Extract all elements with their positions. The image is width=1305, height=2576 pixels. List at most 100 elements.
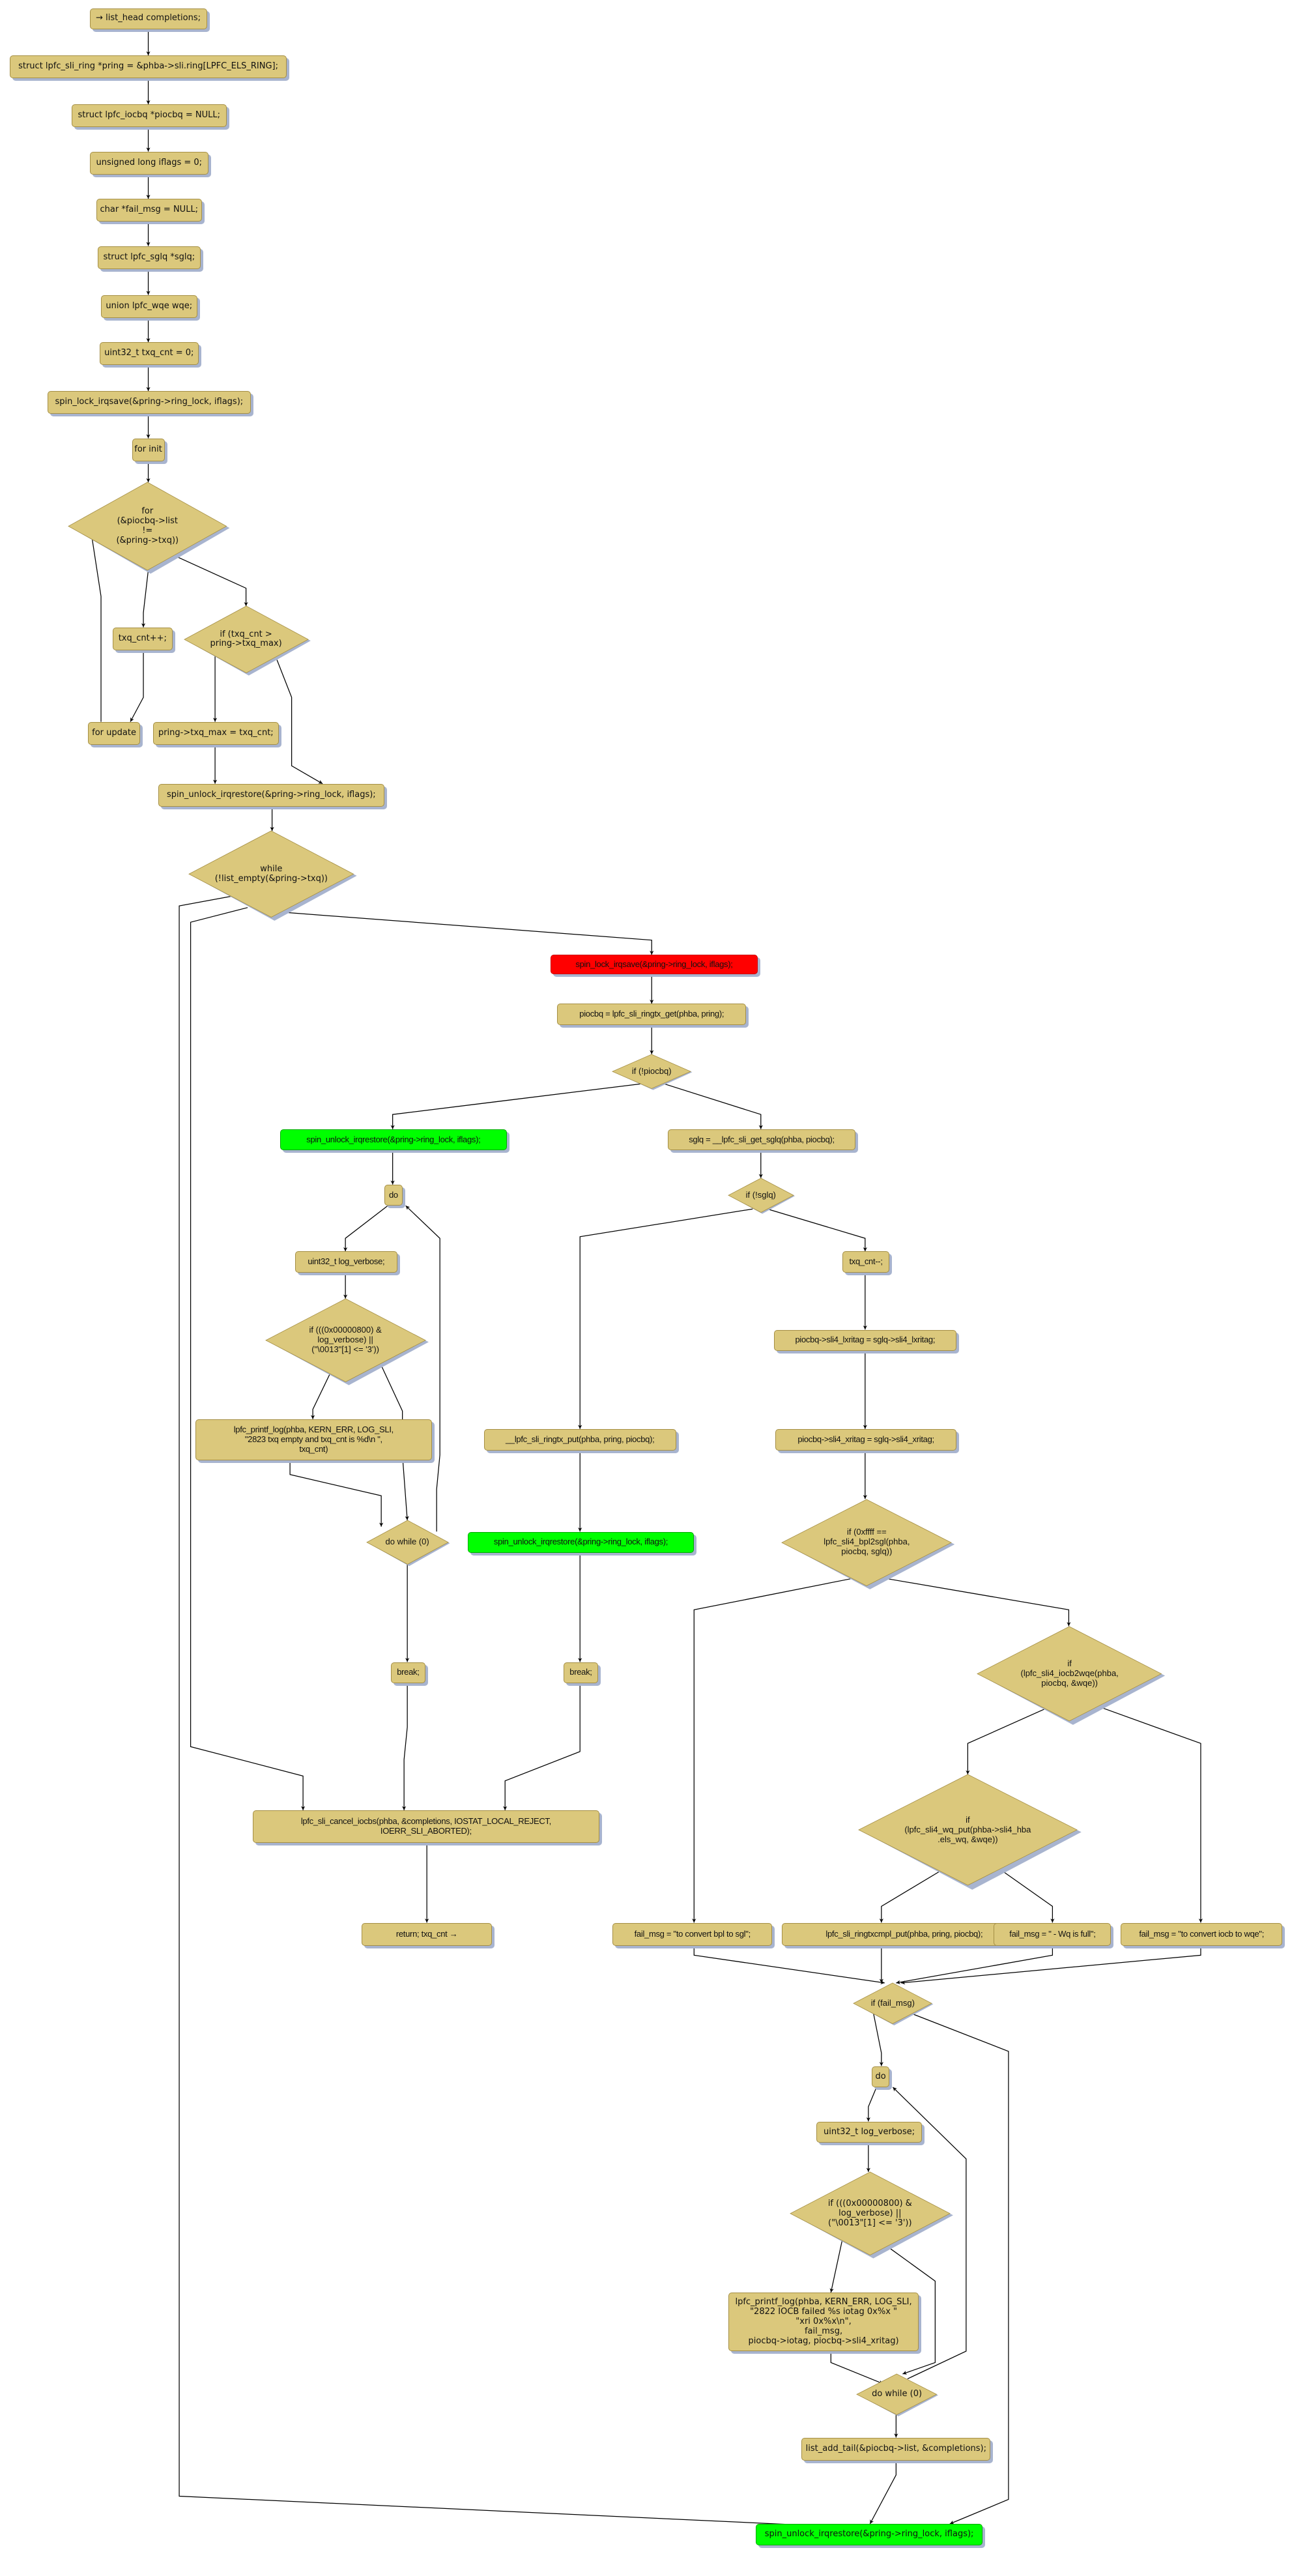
diamond-shape (612, 1054, 693, 1090)
node-label: if (((0x00000800) & log_verbose) || ("\0… (309, 1325, 382, 1355)
decision-if-wq-put: if (lpfc_sli4_wq_put(phba->sli4_hba .els… (859, 1774, 1082, 1890)
node-label: lpfc_printf_log(phba, KERN_ERR, LOG_SLI,… (735, 2297, 912, 2346)
decision-if-txq-max: if (txq_cnt > pring->txq_max) (184, 606, 311, 676)
step-decl-log-verbose: uint32_t log_verbose; (294, 1251, 398, 1273)
node-label: do while (0) (872, 2389, 923, 2399)
step-decl-txq-cnt: uint32_t txq_cnt = 0; (99, 342, 199, 366)
decision-do-while: do while (0) (367, 1520, 450, 1567)
step-set-lxritag: piocbq->sli4_lxritag = sglq->sli4_lxrita… (773, 1329, 956, 1351)
decision-if-log-verbose: if (((0x00000800) & log_verbose) || ("\0… (266, 1299, 429, 1385)
node-label: piocbq->sli4_lxritag = sglq->sli4_lxrita… (795, 1335, 936, 1345)
node-label: for update (92, 727, 136, 738)
node-label: uint32_t txq_cnt = 0; (104, 348, 194, 358)
node-label: list_add_tail(&piocbq->list, &completion… (805, 2443, 987, 2453)
step-break-left: break; (391, 1662, 425, 1684)
flow-arrow (285, 912, 654, 955)
node-label: if (lpfc_sli4_iocb2wqe(phba, piocbq, &wq… (1020, 1658, 1119, 1688)
node-label: if (!sglq) (745, 1189, 776, 1200)
step-decl-piocbq: struct lpfc_iocbq *piocbq = NULL; (72, 104, 227, 128)
diamond-shape (184, 606, 311, 676)
diamond-shape (68, 482, 230, 574)
decision-if-log-verbose-2: if (((0x00000800) & log_verbose) || ("\0… (790, 2172, 953, 2259)
node-label: while (!list_empty(&pring->txq)) (214, 863, 328, 884)
node-label: struct lpfc_iocbq *piocbq = NULL; (78, 110, 221, 121)
node-label: for init (134, 444, 162, 454)
step-spin-lock-loop: spin_lock_irqsave(&pring->ring_lock, ifl… (551, 955, 758, 975)
decision-if-iocb2wqe: if (lpfc_sli4_iocb2wqe(phba, piocbq, &wq… (977, 1627, 1166, 1725)
node-label: if (txq_cnt > pring->txq_max) (210, 629, 282, 649)
decision-if-not-piocbq: if (!piocbq) (612, 1054, 693, 1090)
step-decl-completions: → list_head completions; (89, 8, 207, 29)
step-for-init: for init (132, 438, 165, 461)
step-break-middle: break; (564, 1662, 598, 1684)
flow-arrow (887, 1578, 1071, 1627)
flow-arrow (503, 1683, 581, 1810)
node-label: if (fail_msg) (870, 1998, 915, 2008)
flow-arrow (692, 1578, 851, 1923)
flow-arrow (830, 2351, 883, 2384)
flow-arrow (997, 1866, 1055, 1923)
node-label: spin_lock_irqsave(&pring->ring_lock, ifl… (575, 959, 733, 969)
step-cancel-iocbs: lpfc_sli_cancel_iocbs(phba, &completions… (252, 1810, 600, 1844)
flow-arrow (663, 1083, 763, 1129)
diamond-shape (853, 1983, 934, 2026)
node-label: do while (0) (385, 1537, 429, 1547)
flow-arrow (289, 1460, 384, 1527)
node-label: piocbq = lpfc_sli_ringtx_get(phba, pring… (579, 1009, 724, 1019)
node-label: __lpfc_sli_ringtx_put(phba, pring, piocb… (505, 1434, 655, 1444)
node-label: if (0xffff == lpfc_sli4_bpl2sgl(phba, pi… (824, 1527, 910, 1557)
node-label: lpfc_sli_ringtxcmpl_put(phba, pring, pio… (825, 1928, 983, 1939)
node-label: break; (569, 1667, 592, 1677)
step-return-txq-cnt: return; txq_cnt → (362, 1922, 493, 1946)
step-spin-unlock-first: spin_unlock_irqrestore(&pring->ring_lock… (158, 783, 385, 807)
node-label: if (lpfc_sli4_wq_put(phba->sli4_hba .els… (904, 1814, 1031, 1844)
node-label: txq_cnt--; (849, 1256, 883, 1267)
flow-arrow (829, 2232, 844, 2293)
flow-arrow (390, 1083, 644, 1129)
step-decl-iflags: unsigned long iflags = 0; (89, 151, 209, 175)
step-decl-fail-msg: char *fail_msg = NULL; (96, 199, 203, 222)
step-ringtx-put: __lpfc_sli_ringtx_put(phba, pring, piocb… (483, 1429, 676, 1451)
step-printf-log-2822: lpfc_printf_log(phba, KERN_ERR, LOG_SLI,… (728, 2293, 919, 2352)
diamond-shape (977, 1627, 1166, 1725)
node-label: fail_msg = " - Wq is full"; (1009, 1928, 1096, 1939)
step-list-add-tail: list_add_tail(&piocbq->list, &completion… (801, 2437, 991, 2461)
flow-arrow (89, 532, 102, 722)
diamond-shape (189, 831, 357, 921)
step-spin-unlock-no-sglq: spin_unlock_irqrestore(&pring->ring_lock… (467, 1531, 695, 1554)
flow-arrow (174, 555, 248, 607)
step-do-block-2: do (871, 2066, 890, 2088)
step-do-block: do (384, 1184, 403, 1206)
flow-arrow (872, 2012, 883, 2066)
node-label: spin_unlock_irqrestore(&pring->ring_lock… (764, 2529, 974, 2540)
node-label: struct lpfc_sglq *sglq; (103, 252, 195, 262)
node-label: do (875, 2071, 886, 2081)
flow-arrow (892, 2087, 967, 2380)
node-label: for (&piocbq->list != (&pring->txq)) (116, 506, 179, 545)
node-label: piocbq->sli4_xritag = sglq->sli4_xritag; (797, 1434, 934, 1444)
flow-arrow (900, 1945, 1201, 1985)
node-label: uint32_t log_verbose; (823, 2126, 915, 2137)
step-set-xritag: piocbq->sli4_xritag = sglq->sli4_xritag; (775, 1429, 956, 1451)
flow-arrow (578, 1208, 753, 1429)
step-get-sglq: sglq = __lpfc_sli_get_sglq(phba, piocbq)… (668, 1129, 855, 1151)
node-label: return; txq_cnt → (395, 1928, 458, 1939)
step-decl-sglq: struct lpfc_sglq *sglq; (98, 246, 201, 269)
step-ringtx-get: piocbq = lpfc_sli_ringtx_get(phba, pring… (557, 1004, 747, 1025)
step-for-update: for update (88, 721, 141, 745)
node-label: if (!piocbq) (631, 1065, 672, 1076)
step-fail-msg-wq-full: fail_msg = " - Wq is full"; (994, 1922, 1111, 1946)
flow-arrow (879, 1866, 947, 1923)
node-label: lpfc_printf_log(phba, KERN_ERR, LOG_SLI,… (233, 1424, 394, 1454)
node-label: if (((0x00000800) & log_verbose) || ("\0… (827, 2198, 912, 2228)
flow-arrow (405, 1205, 440, 1532)
step-spin-unlock-final: spin_unlock_irqrestore(&pring->ring_lock… (756, 2524, 982, 2545)
decision-if-fail-msg: if (fail_msg) (853, 1983, 934, 2026)
decision-do-while-2: do while (0) (857, 2374, 939, 2417)
node-label: → list_head completions; (96, 13, 201, 23)
node-label: char *fail_msg = NULL; (100, 205, 199, 215)
node-label: spin_lock_irqsave(&pring->ring_lock, ifl… (55, 397, 244, 407)
node-label: union lpfc_wqe wqe; (106, 300, 193, 311)
step-decl-wqe: union lpfc_wqe wqe; (101, 295, 197, 318)
